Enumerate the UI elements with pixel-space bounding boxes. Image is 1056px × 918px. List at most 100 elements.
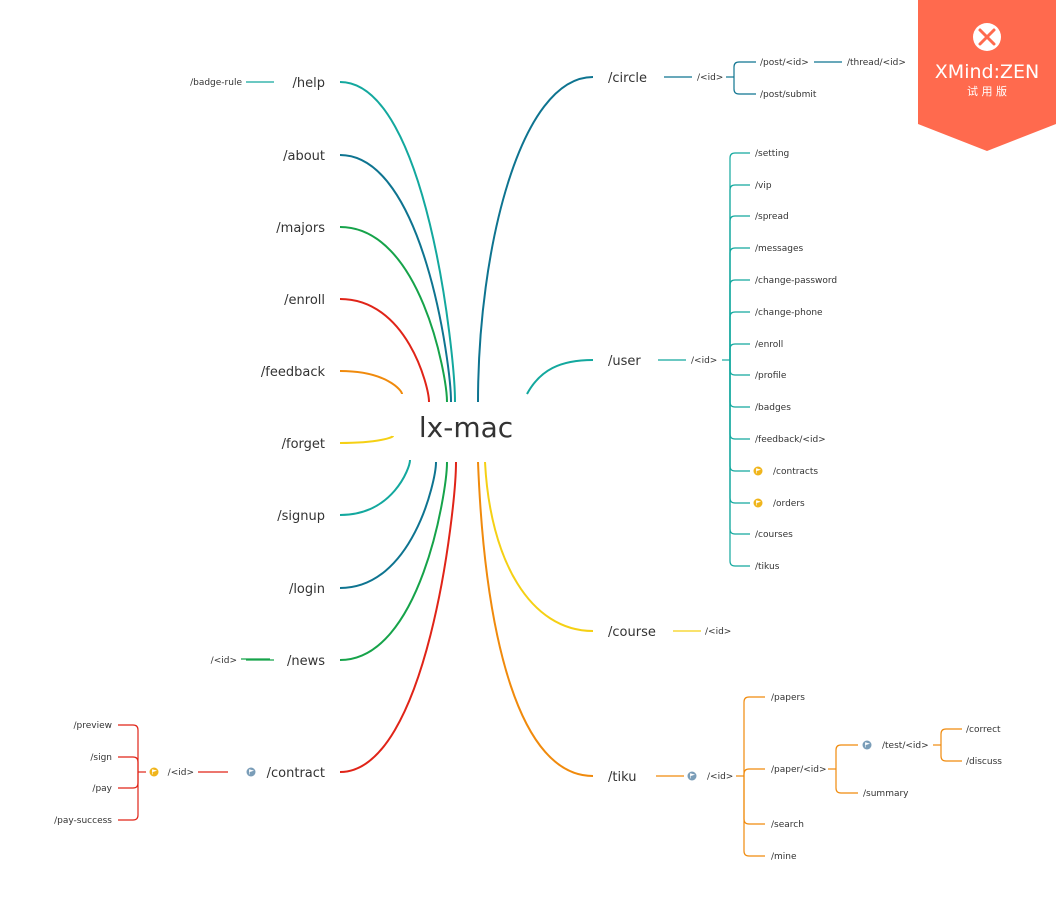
connector-curve: [729, 360, 750, 408]
branch-topic-login[interactable]: /login: [289, 582, 325, 597]
leaf-papers[interactable]: /papers: [771, 693, 805, 703]
connector-curve: [729, 360, 750, 567]
connector-curve: [484, 461, 594, 632]
subtopic-id[interactable]: /<id>: [705, 627, 731, 637]
connector-curve: [339, 81, 456, 403]
xmind-logo-icon: [973, 23, 1001, 51]
connector-curve: [339, 461, 448, 661]
connector-curve: [733, 77, 756, 95]
branch-topic-feedback[interactable]: /feedback: [261, 365, 326, 380]
leaf-vip[interactable]: /vip: [755, 181, 772, 191]
leaf-contracts[interactable]: /contracts: [773, 467, 818, 477]
leaf-correct[interactable]: /correct: [966, 725, 1001, 735]
leaf-enroll[interactable]: /enroll: [755, 340, 783, 350]
connector-curve: [339, 154, 452, 403]
connector-curve: [339, 459, 411, 516]
connector-curve: [477, 76, 594, 403]
connector-curve: [940, 745, 962, 762]
subtopic-id[interactable]: /<id>: [211, 656, 237, 666]
branch-topic-help[interactable]: /help: [293, 76, 325, 91]
leaf-search[interactable]: /search: [771, 820, 804, 830]
leaf-courses[interactable]: /courses: [755, 530, 793, 540]
branch-topic-about[interactable]: /about: [283, 149, 325, 164]
subtopic-paper-id[interactable]: /paper/<id>: [771, 765, 827, 775]
connector-curve: [835, 744, 858, 769]
connector-curve: [339, 435, 394, 444]
branch-topic-forget[interactable]: /forget: [282, 437, 325, 452]
leaf-orders[interactable]: /orders: [773, 499, 805, 509]
connector-curve: [339, 461, 457, 773]
leaf-setting[interactable]: /setting: [755, 149, 789, 159]
branch-topic-course[interactable]: /course: [608, 625, 656, 640]
leaf-discuss[interactable]: /discuss: [966, 757, 1002, 767]
subtopic-test-id[interactable]: /test/<id>: [882, 741, 929, 751]
leaf-profile[interactable]: /profile: [755, 371, 787, 381]
root-topic[interactable]: lx-mac: [400, 402, 532, 454]
connector-curve: [940, 728, 962, 745]
subtopic-post-id[interactable]: /post/<id>: [760, 58, 809, 68]
connector-curve: [339, 370, 403, 395]
connector-curve: [743, 696, 765, 776]
leaf-pay-success[interactable]: /pay-success: [54, 816, 112, 826]
xmind-watermark: XMind:ZEN 试 用 版: [918, 0, 1056, 151]
branch-topic-circle[interactable]: /circle: [608, 71, 647, 86]
connector-curve: [118, 772, 139, 821]
connector-curve: [743, 776, 765, 825]
connector-curve: [729, 215, 750, 360]
leaf-summary[interactable]: /summary: [863, 789, 909, 799]
connector-curve: [339, 461, 437, 589]
connector-curve: [118, 724, 139, 772]
connector-curve: [729, 360, 750, 440]
connector-curve: [729, 360, 750, 535]
connector-curve: [729, 247, 750, 360]
watermark-subtitle: 试 用 版: [967, 84, 1007, 98]
branch-topic-contract[interactable]: /contract: [267, 766, 325, 781]
leaf-sign[interactable]: /sign: [90, 753, 112, 763]
node-layer: /help/badge-rule/about/majors/enroll/fee…: [54, 58, 1002, 862]
connector-curve: [835, 769, 858, 794]
subtopic-id[interactable]: /<id>: [707, 772, 733, 782]
leaf-tikus[interactable]: /tikus: [755, 562, 780, 572]
connector-curve: [729, 343, 750, 360]
flag-icon: [753, 466, 763, 476]
leaf-change-phone[interactable]: /change-phone: [755, 308, 823, 318]
root-topic-label: lx-mac: [419, 411, 513, 444]
connector-curve: [729, 279, 750, 360]
connector-layer: [118, 61, 962, 857]
leaf-thread-id[interactable]: /thread/<id>: [847, 58, 906, 68]
connector-curve: [729, 311, 750, 360]
flag-icon: [687, 771, 697, 781]
leaf-badges[interactable]: /badges: [755, 403, 791, 413]
leaf-spread[interactable]: /spread: [755, 212, 789, 222]
connector-curve: [477, 461, 594, 777]
flag-icon: [862, 740, 872, 750]
connector-curve: [339, 298, 430, 403]
subtopic-id[interactable]: /<id>: [168, 768, 194, 778]
branch-topic-news[interactable]: /news: [287, 654, 325, 669]
branch-topic-tiku[interactable]: /tiku: [608, 770, 636, 785]
leaf-preview[interactable]: /preview: [73, 721, 112, 731]
connector-curve: [733, 61, 756, 77]
leaf-mine[interactable]: /mine: [771, 852, 797, 862]
connector-curve: [729, 360, 750, 504]
subtopic-id[interactable]: /<id>: [691, 356, 717, 366]
branch-topic-signup[interactable]: /signup: [277, 509, 325, 524]
leaf-change-password[interactable]: /change-password: [755, 276, 837, 286]
leaf-messages[interactable]: /messages: [755, 244, 803, 254]
connector-curve: [729, 184, 750, 360]
leaf-feedback-id[interactable]: /feedback/<id>: [755, 435, 826, 445]
branch-topic-user[interactable]: /user: [608, 354, 641, 369]
leaf-pay[interactable]: /pay: [92, 784, 112, 794]
connector-curve: [729, 360, 750, 376]
branch-topic-majors[interactable]: /majors: [276, 221, 325, 236]
leaf-post-submit[interactable]: /post/submit: [760, 90, 817, 100]
subtopic-id[interactable]: /<id>: [697, 73, 723, 83]
connector-curve: [729, 152, 750, 360]
connector-curve: [118, 756, 139, 772]
flag-icon: [149, 767, 159, 777]
subtopic-badge-rule[interactable]: /badge-rule: [190, 78, 242, 88]
flag-icon: [753, 498, 763, 508]
branch-topic-enroll[interactable]: /enroll: [284, 293, 325, 308]
connector-curve: [743, 768, 765, 776]
